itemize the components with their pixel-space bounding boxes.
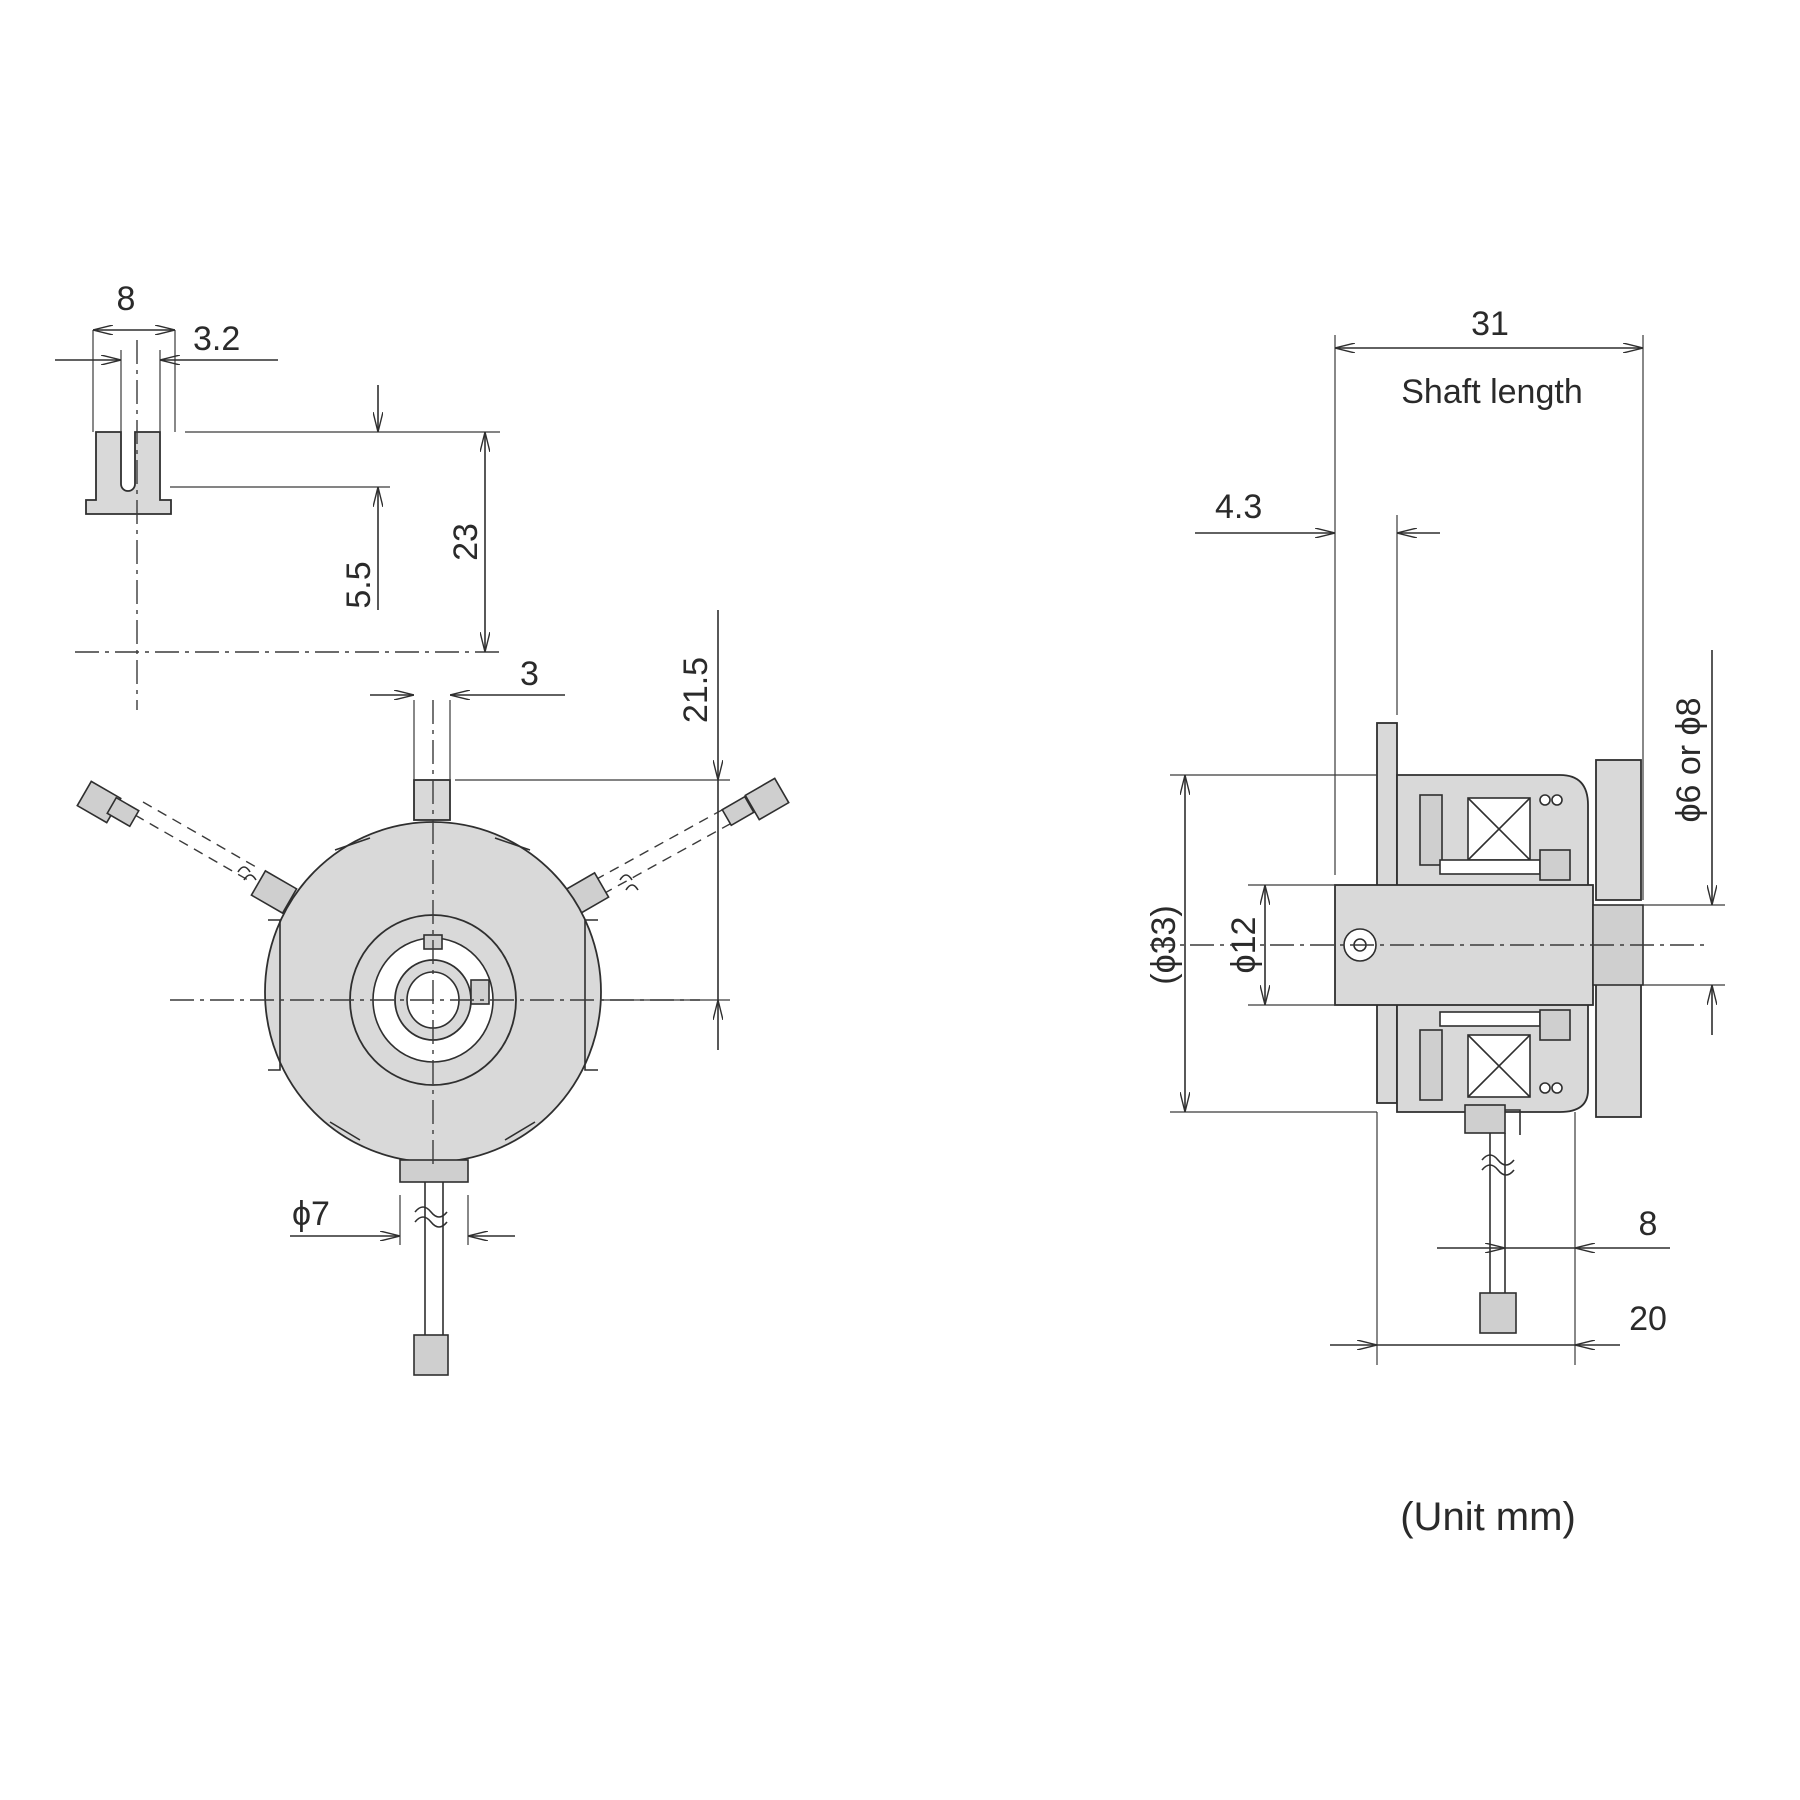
bore-dia-dim: ϕ12	[1225, 884, 1335, 1006]
cable-dia-label: ϕ7	[292, 1195, 330, 1233]
bore-dia-label: ϕ12	[1225, 917, 1263, 974]
unit-note: (Unit mm)	[1400, 1495, 1576, 1539]
front-view: 8 3.2 5.5 23	[55, 280, 790, 1376]
shaft-dia-dim: ϕ6 or ϕ8	[1643, 650, 1725, 1035]
coil-top	[1467, 797, 1531, 861]
slot-height-label: 23	[447, 523, 485, 561]
side-cables	[76, 777, 790, 917]
slot-detail: 8 3.2 5.5 23	[55, 280, 500, 710]
encoder-body-side	[1150, 722, 1705, 1334]
lead-offset-dim: 8	[1437, 1112, 1670, 1365]
coil-bottom	[1467, 1034, 1531, 1098]
tab-offset-dim: 21.5	[455, 610, 730, 1050]
shaft-caption-label: Shaft length	[1401, 373, 1582, 411]
body-width-dim: 20	[1330, 1112, 1667, 1365]
slot-depth-label: 5.5	[340, 561, 378, 608]
slot-width-label: 8	[117, 280, 136, 318]
outer-dia-label: (ϕ33)	[1145, 905, 1183, 985]
tab-width-label: 3	[520, 655, 539, 693]
side-view: 31 Shaft length 4.3	[1145, 305, 1725, 1539]
lead-offset-label: 8	[1639, 1205, 1658, 1243]
cable-dia-dim: ϕ7	[290, 1195, 515, 1245]
flange-offset-dim: 4.3	[1195, 488, 1440, 715]
tab-width-dim: 3	[370, 655, 565, 780]
tab-offset-label: 21.5	[677, 657, 715, 723]
slot-gap-label: 3.2	[193, 320, 240, 358]
encoder-body-front	[76, 700, 790, 1376]
shaft-length-dim: 31 Shaft length	[1334, 305, 1644, 900]
shaft-dia-label: ϕ6 or ϕ8	[1670, 697, 1708, 822]
shaft-total-label: 31	[1471, 305, 1509, 343]
flange-offset-label: 4.3	[1215, 488, 1262, 526]
outer-dia-dim: (ϕ33)	[1145, 774, 1377, 1113]
body-width-label: 20	[1629, 1300, 1667, 1338]
